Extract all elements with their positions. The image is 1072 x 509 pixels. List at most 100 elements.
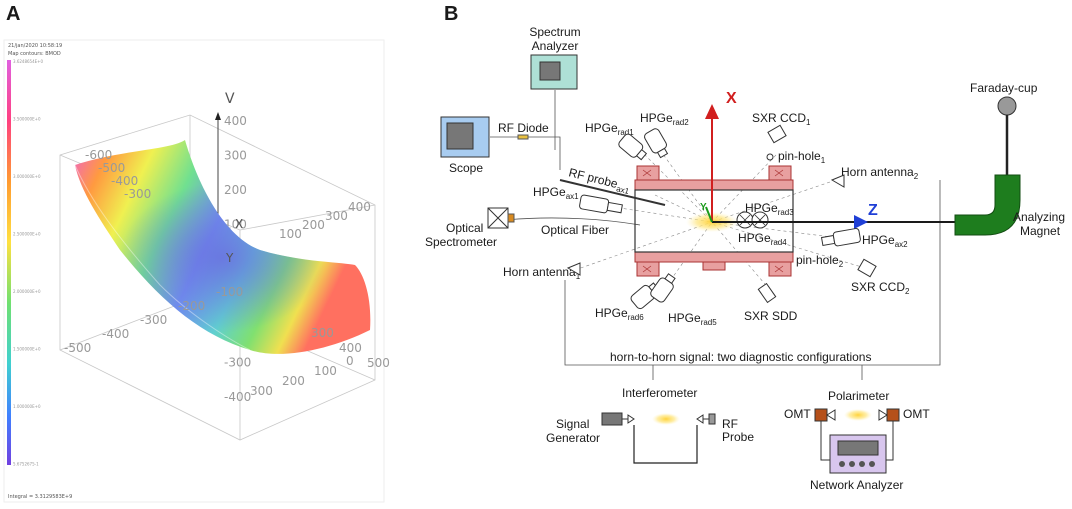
horn-antenna-1-icon xyxy=(566,262,581,276)
omt-left-box xyxy=(814,408,828,422)
x-axis-arrow xyxy=(705,104,719,119)
header-map: Map contours: BMOD xyxy=(8,51,61,57)
left-ticks: -600-500-400-300 xyxy=(85,148,151,201)
tick-label: -500 xyxy=(64,341,91,355)
tick-label: 5.6752675-1 xyxy=(13,462,39,467)
omt-right-label: OMT xyxy=(903,407,930,421)
tick-label: 3.6248654E+0 xyxy=(13,59,44,64)
footer-integral: Integral = 3.3129583E+9 xyxy=(8,494,72,500)
tick-label: 2.500000E+0 xyxy=(13,232,41,237)
bottom-left-ticks: -500-400-300-200-100 xyxy=(64,285,243,355)
tick-label: 100 xyxy=(224,218,247,232)
wires xyxy=(490,90,941,380)
tick-label: -200 xyxy=(178,299,205,313)
tick-label: 100 xyxy=(314,364,337,378)
rf-diode-icon xyxy=(517,134,529,140)
optical-spectrometer-cross xyxy=(487,207,509,229)
colorbar xyxy=(7,60,11,465)
hpge-rad2-label: HPGerad2 xyxy=(640,111,689,127)
header-date: 21/jan/2020 10:58:19 xyxy=(8,43,62,49)
panel-a-letter: A xyxy=(6,3,20,25)
interferometer-horn-right xyxy=(696,414,709,424)
surface-shading xyxy=(75,140,371,354)
tick-label: 300 xyxy=(250,384,273,398)
network-analyzer-knobs xyxy=(839,461,875,467)
signal-generator-label-2: Generator xyxy=(546,431,600,445)
tick-label: 0 xyxy=(346,354,354,368)
sxr-ccd2-icon xyxy=(857,258,877,278)
x-axis-label: X xyxy=(726,90,737,107)
rf-probe-line xyxy=(559,179,666,206)
tick-label: 3.500000E+0 xyxy=(13,117,41,122)
hpge-ax1-label: HPGeax1 xyxy=(533,185,579,201)
sxr-ccd2-label: SXR CCD2 xyxy=(851,280,910,296)
panel-b-letter: B xyxy=(444,3,458,25)
horn-antenna-2-icon xyxy=(830,174,845,188)
spectrum-analyzer-label-1: Spectrum xyxy=(529,25,580,39)
tick-label: -100 xyxy=(216,285,243,299)
signal-generator-box xyxy=(601,412,623,426)
tick-label: -400 xyxy=(111,174,138,188)
hpge-ax2-detector xyxy=(820,228,861,247)
hpge-rad6-label: HPGerad6 xyxy=(595,306,644,322)
z-axis-arrow xyxy=(215,112,221,120)
sxr-ccd1-icon xyxy=(767,124,787,144)
interferometer-plasma xyxy=(652,413,680,425)
rf-probe2-label-2: Probe xyxy=(722,430,754,444)
colorbar-ticks: 3.6248654E+0 3.500000E+0 3.000000E+0 2.5000… xyxy=(13,59,44,467)
tick-label: 3.000000E+0 xyxy=(13,174,41,179)
polarimeter-wires xyxy=(820,421,894,461)
hpge-rad1-label: HPGerad1 xyxy=(585,121,634,137)
signal-generator-label-1: Signal xyxy=(556,417,589,431)
omt-right-box xyxy=(886,408,900,422)
tick-label: -500 xyxy=(98,161,125,175)
plasma-chamber xyxy=(634,165,794,277)
faraday-cup-icon xyxy=(997,96,1017,116)
polarimeter-label: Polarimeter xyxy=(828,389,889,403)
hpge-rad1-detector xyxy=(618,133,648,161)
hpge-rad3-label: HPGerad3 xyxy=(745,201,794,217)
polarimeter-horn-right xyxy=(878,409,888,421)
interferometer-horn-left xyxy=(622,414,635,424)
rf-probe2-label-1: RF xyxy=(722,417,738,431)
sxr-ccd1-label: SXR CCD1 xyxy=(752,111,811,127)
hpge-rad4-label: HPGerad4 xyxy=(738,231,787,247)
hpge-rad3-rad4-detector xyxy=(736,211,769,229)
spectrum-analyzer-label-2: Analyzer xyxy=(532,39,579,53)
omt-left-label: OMT xyxy=(784,407,811,421)
faraday-cup-label: Faraday-cup xyxy=(970,81,1038,95)
analyzing-magnet-label-2: Magnet xyxy=(1020,224,1061,238)
interferometer-label: Interferometer xyxy=(622,386,697,400)
hpge-rad5-label: HPGerad5 xyxy=(668,311,717,327)
tick-label: 300 xyxy=(311,326,334,340)
network-analyzer-screen xyxy=(837,440,879,456)
tick-label: 200 xyxy=(282,374,305,388)
horn-antenna-2-label: Horn antenna2 xyxy=(841,165,919,181)
hpge-rad2-detector xyxy=(644,128,669,159)
interferometer-loop xyxy=(633,425,698,464)
tick-label: 300 xyxy=(325,209,348,223)
horn-antenna-1-label: Horn antenna1 xyxy=(503,265,581,281)
sxr-sdd-label: SXR SDD xyxy=(744,309,798,323)
hpge-ax1-detector xyxy=(579,194,623,214)
z-axis-label: Z xyxy=(868,202,878,219)
rf-diode-label: RF Diode xyxy=(498,121,549,135)
spectrum-analyzer-screen xyxy=(539,61,561,81)
tick-label: -400 xyxy=(224,390,251,404)
hpge-ax2-label: HPGeax2 xyxy=(862,233,908,249)
tick-label: 2.000000E+0 xyxy=(13,289,41,294)
axis-y-label: Y xyxy=(225,251,234,265)
pinhole-1-label: pin-hole1 xyxy=(778,149,826,165)
y-axis-label: Y xyxy=(700,202,707,213)
surface-edge xyxy=(74,164,251,351)
tick-label: -300 xyxy=(224,356,251,370)
tick-label: -600 xyxy=(85,148,112,162)
optical-fiber-label: Optical Fiber xyxy=(541,223,609,237)
tick-label: 200 xyxy=(302,218,325,232)
optical-fiber-connector xyxy=(507,213,515,223)
tick-label: 400 xyxy=(339,341,362,355)
sxr-sdd-icon xyxy=(757,282,777,304)
tick-label: 1.000000E+0 xyxy=(13,404,41,409)
